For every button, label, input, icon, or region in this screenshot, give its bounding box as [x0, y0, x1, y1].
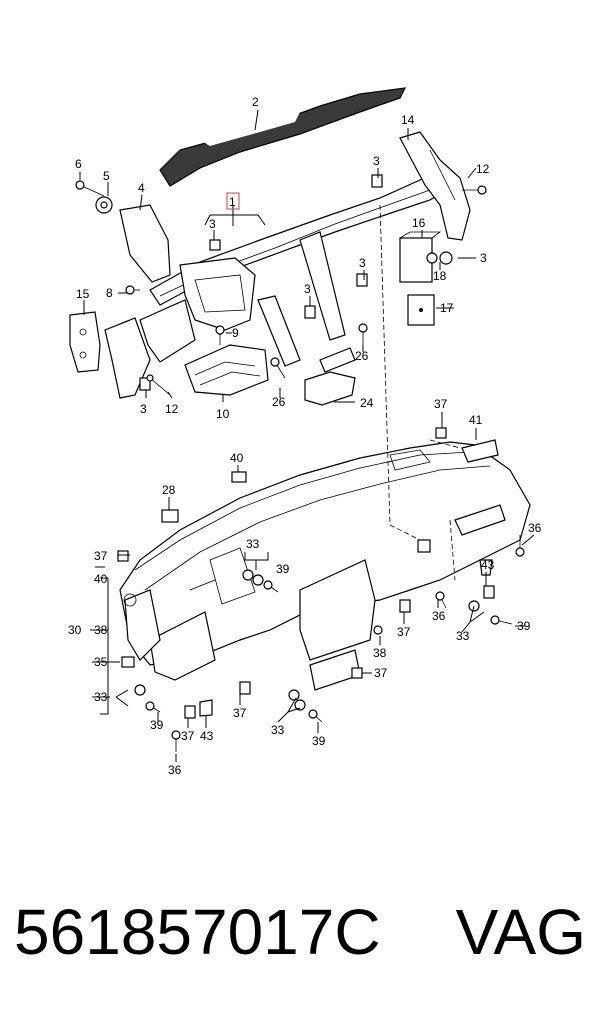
callout-33: 33	[271, 723, 285, 737]
callout-14: 14	[401, 113, 415, 127]
callout-36: 36	[528, 521, 542, 535]
callout-33: 33	[246, 537, 260, 551]
callout-30: 30	[68, 623, 82, 637]
callout-43: 43	[481, 558, 495, 572]
callout-3: 3	[304, 282, 311, 296]
parts-diagram: 1 2 3 3 3 3 3 3 4 5 6 8 9 10 12 12 14 15…	[68, 87, 542, 777]
callout-41: 41	[469, 413, 483, 427]
callout-18: 18	[433, 269, 447, 283]
callout-5: 5	[103, 169, 110, 183]
callout-37: 37	[397, 625, 411, 639]
callout-3: 3	[209, 217, 216, 231]
callout-12: 12	[165, 402, 179, 416]
callout-40: 40	[94, 572, 108, 586]
callout-9: 9	[232, 326, 239, 340]
leader-lines	[79, 109, 535, 762]
callout-labels: 1 2 3 3 3 3 3 3 4 5 6 8 9 10 12 12 14 15…	[68, 95, 542, 777]
callout-35: 35	[94, 655, 108, 669]
callout-40: 40	[230, 451, 244, 465]
callout-10: 10	[216, 407, 230, 421]
callout-26: 26	[272, 395, 286, 409]
guide-lines	[379, 204, 461, 581]
callout-36: 36	[432, 609, 446, 623]
callout-38: 38	[373, 646, 387, 660]
callout-37: 37	[233, 706, 247, 720]
dashboard-body	[119, 441, 531, 691]
dashboard-small-parts	[117, 427, 525, 752]
callout-3: 3	[373, 154, 380, 168]
callout-28: 28	[162, 483, 176, 497]
callout-37: 37	[374, 666, 388, 680]
callout-37: 37	[434, 397, 448, 411]
footer: 561857017C VAG	[0, 895, 600, 985]
callout-1: 1	[229, 195, 236, 209]
callout-8: 8	[106, 286, 113, 300]
callout-39: 39	[312, 734, 326, 748]
callout-16: 16	[412, 216, 426, 230]
callout-6: 6	[75, 157, 82, 171]
part-number: 561857017C	[14, 896, 381, 968]
callout-24: 24	[360, 396, 374, 410]
callout-3: 3	[359, 256, 366, 270]
callout-15: 15	[76, 287, 90, 301]
callout-39: 39	[150, 718, 164, 732]
callout-4: 4	[138, 181, 145, 195]
insulation-mat-part	[159, 87, 407, 187]
callout-37: 37	[94, 549, 108, 563]
callout-12: 12	[476, 162, 490, 176]
callout-33: 33	[94, 690, 108, 704]
callout-33: 33	[456, 629, 470, 643]
callout-3: 3	[480, 251, 487, 265]
callout-36: 36	[168, 763, 182, 777]
callout-39: 39	[517, 619, 531, 633]
callout-39: 39	[276, 562, 290, 576]
callout-2: 2	[252, 95, 259, 109]
callout-3: 3	[140, 402, 147, 416]
fasteners	[75, 174, 487, 396]
callout-26: 26	[355, 349, 369, 363]
brand-label: VAG	[455, 896, 586, 968]
callout-37: 37	[181, 729, 195, 743]
cross-member-assembly	[69, 131, 471, 406]
callout-38: 38	[94, 623, 108, 637]
callout-17: 17	[440, 301, 454, 315]
callout-43: 43	[200, 729, 214, 743]
